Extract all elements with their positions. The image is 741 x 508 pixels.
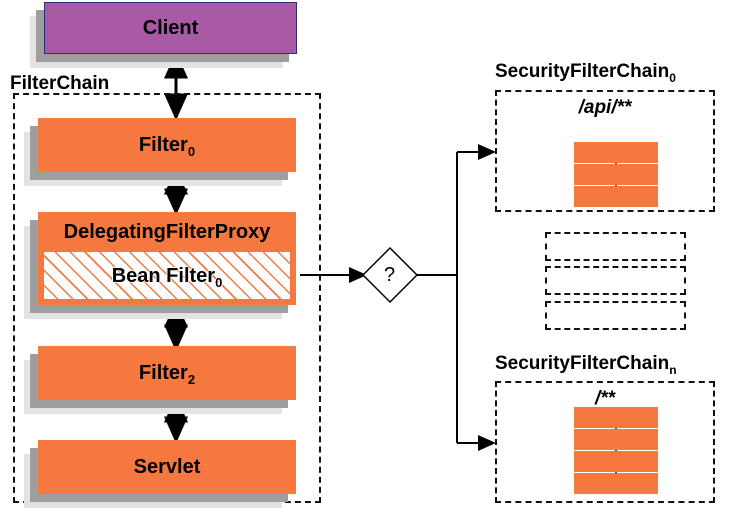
securityfilterchain-n-bar-1[interactable] [574,407,658,428]
filter-0-label: Filter0 [138,134,196,159]
securityfilterchain-0-bar-3[interactable] [574,186,658,207]
filter-2-face: Filter2 [38,346,296,400]
securityfilterchain-0-label-text: SecurityFilterChain [495,61,670,82]
client-face: Client [44,2,297,54]
node-bean-filter[interactable]: Bean Filter0 [43,251,291,300]
bean-filter-subscript: 0 [215,274,223,290]
securityfilterchain-0-path: /api/** [578,97,632,118]
decision-label: ? [384,264,396,286]
node-filter-0[interactable]: Filter0 [24,118,296,186]
securityfilterchain-0-bar-2[interactable] [574,164,658,185]
placeholder-chain-2 [545,266,686,295]
client-label: Client [142,17,199,39]
node-filter-2[interactable]: Filter2 [24,346,296,414]
filter-2-subscript: 2 [187,372,196,387]
securityfilterchain-0-bar-1[interactable] [574,142,658,163]
node-delegating-filter-proxy[interactable]: DelegatingFilterProxy Bean Filter0 [24,212,296,319]
placeholder-chain-1 [545,232,686,261]
securityfilterchain-n-bar-2[interactable] [574,429,658,450]
placeholder-chain-3 [545,301,686,330]
securityfilterchain-n-bar-3[interactable] [574,451,658,472]
filterchain-group-label: FilterChain [10,74,109,93]
securityfilterchain-n-subscript: n [669,363,677,377]
filter-2-label: Filter2 [138,362,196,387]
proxy-face: DelegatingFilterProxy Bean Filter0 [38,212,296,305]
securityfilterchain-0-subscript: 0 [669,71,676,85]
filter-0-face: Filter0 [38,118,296,172]
servlet-label: Servlet [133,456,201,478]
securityfilterchain-n-label: SecurityFilterChainn [495,353,677,376]
securityfilterchain-0-frame [495,90,715,212]
securityfilterchain-n-frame [495,381,715,503]
filterchain-group-label-text: FilterChain [10,73,110,94]
securityfilterchain-n-label-text: SecurityFilterChain [495,353,670,374]
servlet-face: Servlet [38,440,296,494]
proxy-title: DelegatingFilterProxy [63,221,271,243]
node-client[interactable]: Client [30,2,297,68]
securityfilterchain-n-bar-4[interactable] [574,473,658,494]
securityfilterchain-n-path: /** [594,388,616,409]
filter-0-subscript: 0 [187,144,196,159]
bean-filter-label: Bean Filter0 [111,264,223,290]
node-servlet[interactable]: Servlet [24,440,296,508]
securityfilterchain-0-label: SecurityFilterChain0 [495,61,676,84]
